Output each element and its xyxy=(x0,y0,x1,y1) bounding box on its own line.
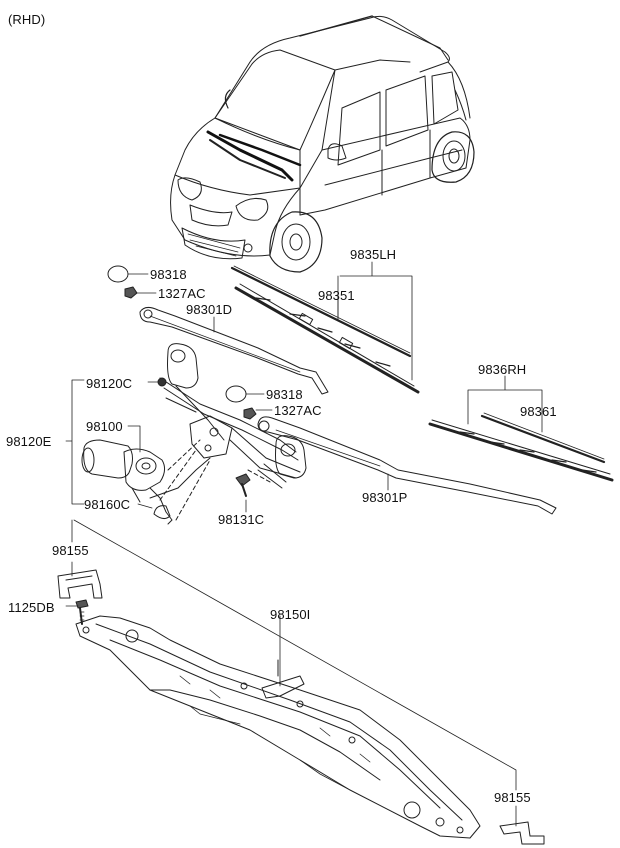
wiper-arm-lh xyxy=(139,306,329,395)
part-label-98318-upper: 98318 xyxy=(150,267,187,282)
leader-lines xyxy=(65,261,543,827)
part-label-98120e: 98120E xyxy=(6,434,52,449)
part-label-98301d: 98301D xyxy=(186,302,233,317)
bracket-98155-lower xyxy=(499,821,545,845)
nut-upper xyxy=(124,286,138,299)
cap-upper xyxy=(107,265,129,283)
part-label-9835lh: 9835LH xyxy=(350,247,397,262)
blade-rh-refill xyxy=(480,412,606,464)
part-label-98100: 98100 xyxy=(86,419,123,434)
part-label-98120c: 98120C xyxy=(86,376,133,391)
blade-lh-assembly xyxy=(234,283,420,394)
part-label-9836rh: 9836RH xyxy=(478,362,527,377)
blade-lh-refill xyxy=(230,265,412,358)
part-label-98301p: 98301P xyxy=(362,490,408,505)
wiper-linkage xyxy=(157,343,307,489)
part-label-98318-lower: 98318 xyxy=(266,387,303,402)
wiper-motor xyxy=(81,439,211,525)
bracket-98155-upper xyxy=(57,569,103,599)
part-label-1125db: 1125DB xyxy=(8,600,55,615)
nut-lower xyxy=(243,407,257,420)
part-label-98150i: 98150I xyxy=(270,607,311,622)
part-label-98155-lower: 98155 xyxy=(494,790,531,805)
part-label-1327ac-upper: 1327AC xyxy=(158,286,206,301)
part-label-98351: 98351 xyxy=(318,288,355,303)
blade-rh-assembly xyxy=(428,419,614,482)
cap-lower xyxy=(225,385,247,403)
bolt-98131c xyxy=(235,469,271,497)
part-label-98155-upper: 98155 xyxy=(52,543,89,558)
variant-label: (RHD) xyxy=(8,12,46,27)
part-label-98160c: 98160C xyxy=(84,497,131,512)
part-label-1327ac-lower: 1327AC xyxy=(274,403,322,418)
wiper-frame xyxy=(75,615,481,839)
car-illustration xyxy=(170,15,475,273)
part-label-98131c: 98131C xyxy=(218,512,265,527)
part-label-98361: 98361 xyxy=(520,404,557,419)
